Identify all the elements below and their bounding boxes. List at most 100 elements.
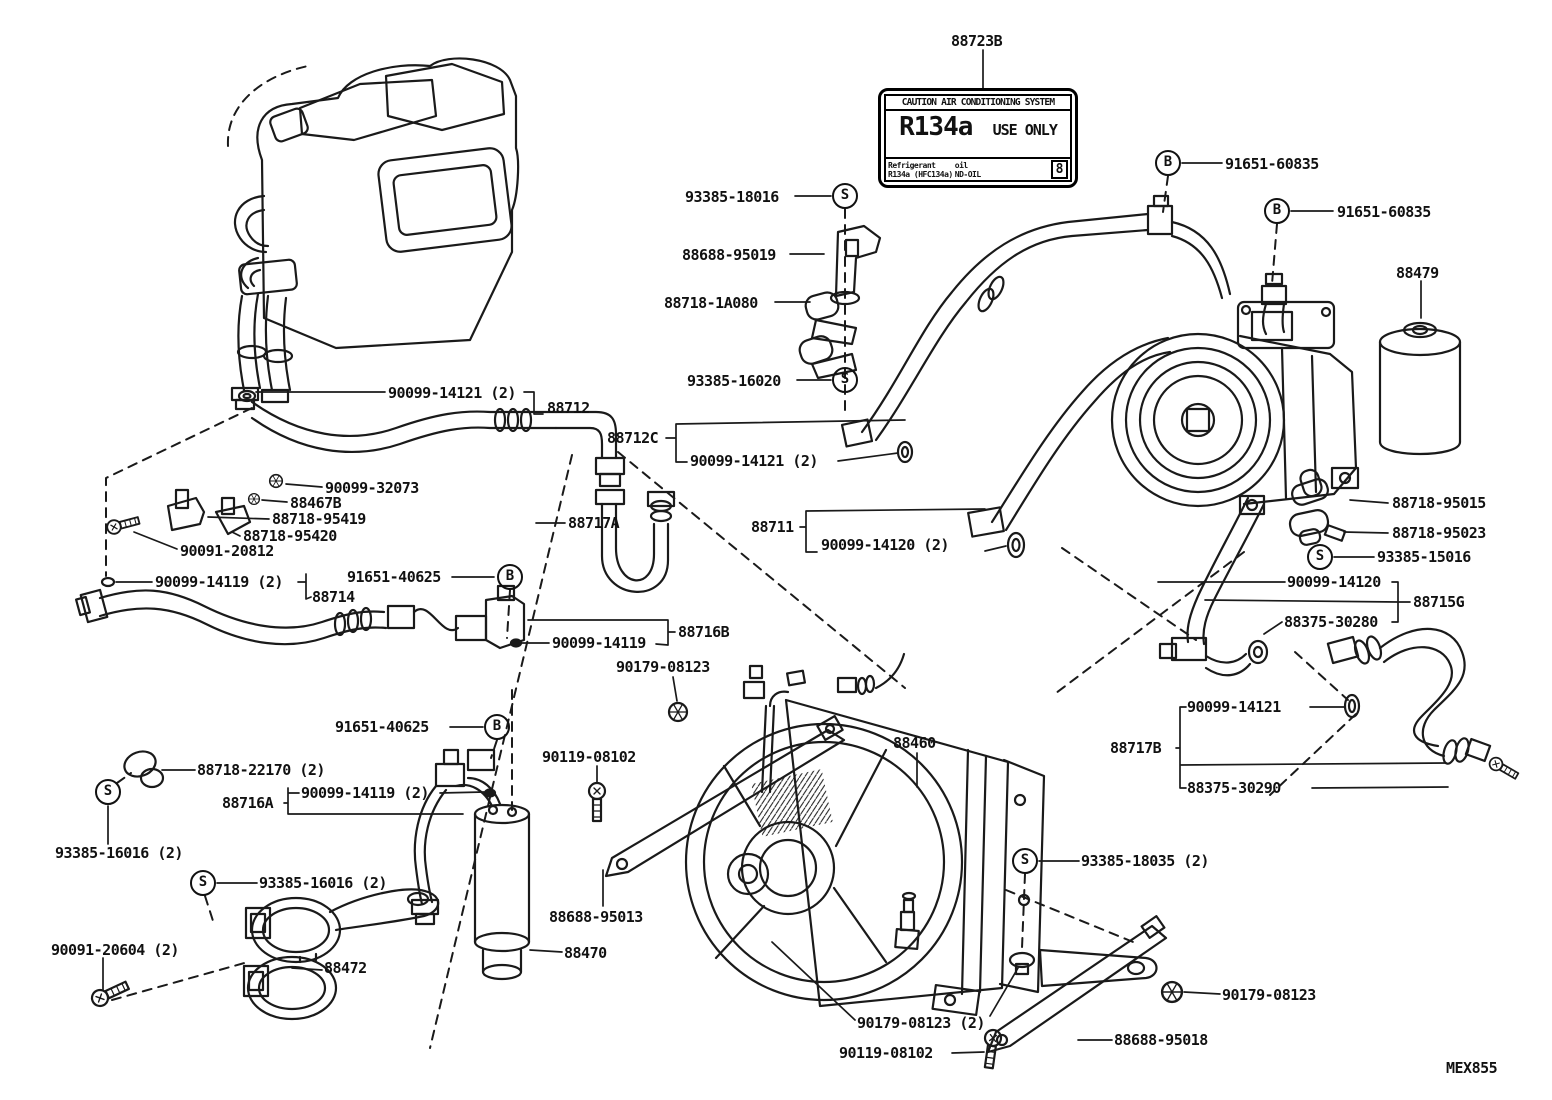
part-number-label: 90091-20604 (2) [51,941,179,959]
part-number-label: 91651-60835 [1337,203,1431,221]
part-number-label: 90091-20812 [180,542,274,560]
caution-main-row: R134a USE ONLY [886,111,1070,159]
part-number-label: 93385-15016 [1377,548,1471,566]
part-number-label: 90099-14121 (2) [690,452,818,470]
clamps-88472 [242,888,440,1021]
part-number-label: 93385-16020 [687,372,781,390]
part-number-label: 90179-08123 [1222,986,1316,1004]
part-number-label: 88716B [678,623,730,641]
part-number-label: 88688-95013 [549,908,643,926]
fastener-marker-s-icon: S [832,183,858,209]
part-number-label: 88718-95420 [243,527,337,545]
part-number-label: 93385-16016 (2) [55,844,183,862]
use-only-text: USE ONLY [992,121,1058,139]
hose-88714 [74,576,526,650]
part-number-label: 88467B [290,494,342,512]
part-number-label: 88717A [568,514,620,532]
clip-88718-22170 [123,750,165,789]
oil-badge: 8 [1050,160,1068,179]
hose-88717a [594,488,676,593]
hose-88715g [1158,496,1269,677]
part-number-label: 88470 [564,944,607,962]
part-number-label: 90099-14119 (2) [155,573,283,591]
fastener-marker-b-icon: B [484,714,510,740]
part-number-label: 91651-40625 [347,568,441,586]
part-number-label: 90099-14119 [552,634,646,652]
part-number-label: 93385-16016 (2) [259,874,387,892]
refrigerant-spec: Refrigerant R134a (HFC134a) [888,161,953,179]
oil-spec: oil ND-OIL [955,161,981,179]
fastener-marker-b-icon: B [497,564,523,590]
clamp-88718-95023 [1288,509,1347,546]
nut-90179-08123-right [1160,980,1184,1004]
caution-label-inner: CAUTION AIR CONDITIONING SYSTEM R134a US… [884,94,1072,182]
cushion-88718-1a080 [798,291,858,380]
clamp-88718-95015 [1291,468,1329,506]
part-number-label: 88718-95023 [1392,524,1486,542]
caution-footer-row: Refrigerant R134a (HFC134a) oil ND-OIL 8 [886,159,1070,180]
bolt-90119-08102-mid [587,781,607,823]
dashed-lines [105,65,1357,1049]
part-number-label: 91651-40625 [335,718,429,736]
part-number-label: 93385-18035 (2) [1081,852,1209,870]
nut-90179-08123-mid [667,701,689,723]
part-number-label: 90099-14121 [1187,698,1281,716]
hose-88717b [1326,627,1521,783]
part-number-label: 88714 [312,588,355,606]
caution-header: CAUTION AIR CONDITIONING SYSTEM [886,96,1070,111]
diagram-code: MEX855 [1446,1059,1498,1077]
part-number-label: 90179-08123 (2) [857,1014,985,1032]
part-number-label: 88718-95419 [272,510,366,528]
evaporator-unit [230,57,520,411]
pipe-88711 [967,336,1172,559]
bolt-90091-20604 [88,976,132,1010]
fitting-88716a [466,748,497,798]
refrigerant-label: Refrigerant [888,160,936,170]
part-number-label: 91651-60835 [1225,155,1319,173]
part-number-label: 88688-95018 [1114,1031,1208,1049]
fastener-marker-s-icon: S [95,779,121,805]
compressor [1110,300,1360,516]
nut-90099-32073 [268,473,284,489]
hose-88712 [237,389,626,488]
part-number-label: 88718-95015 [1392,494,1486,512]
clamps-88718-95419-95420 [166,488,252,536]
part-number-label: 88723B [951,32,1003,50]
refrigerant-type: R134a [899,112,973,142]
fastener-marker-b-icon: B [1155,150,1181,176]
oil-label: oil [954,160,968,170]
fastener-marker-s-icon: S [832,367,858,393]
condenser-fan-88460 [684,652,1158,1017]
part-number-label: 90099-14121 (2) [388,384,516,402]
part-number-label: 90099-14119 (2) [301,784,429,802]
part-number-label: 88711 [751,518,794,536]
caution-label: CAUTION AIR CONDITIONING SYSTEM R134a US… [878,88,1078,188]
fastener-marker-b-icon: B [1264,198,1290,224]
part-number-label: 88479 [1396,264,1439,282]
part-number-label: 90099-14120 [1287,573,1381,591]
part-number-label: 88712C [607,429,659,447]
part-number-label: 88718-1A080 [664,294,758,312]
part-number-label: 88717B [1110,739,1162,757]
strut-88688-95013 [604,714,846,878]
part-number-label: 88718-22170 (2) [197,761,325,779]
part-number-label: 88375-30280 [1284,613,1378,631]
part-number-label: 88375-30290 [1187,779,1281,797]
pipe-88712c [840,194,1232,464]
fastener-marker-s-icon: S [190,870,216,896]
part-number-label: 90099-32073 [325,479,419,497]
part-number-label: 88688-95019 [682,246,776,264]
part-number-label: 88460 [893,734,936,752]
oil-value: ND-OIL [954,169,981,179]
part-number-label: 93385-18016 [685,188,779,206]
drier-88470 [410,748,531,981]
part-number-label: 88472 [324,959,367,977]
part-number-label: 90099-14120 (2) [821,536,949,554]
part-number-label: 88715G [1413,593,1465,611]
part-number-label: 90119-08102 [839,1044,933,1062]
receiver-drier-88479 [1378,321,1462,456]
fastener-marker-s-icon: S [1012,848,1038,874]
part-number-label: 88716A [222,794,274,812]
